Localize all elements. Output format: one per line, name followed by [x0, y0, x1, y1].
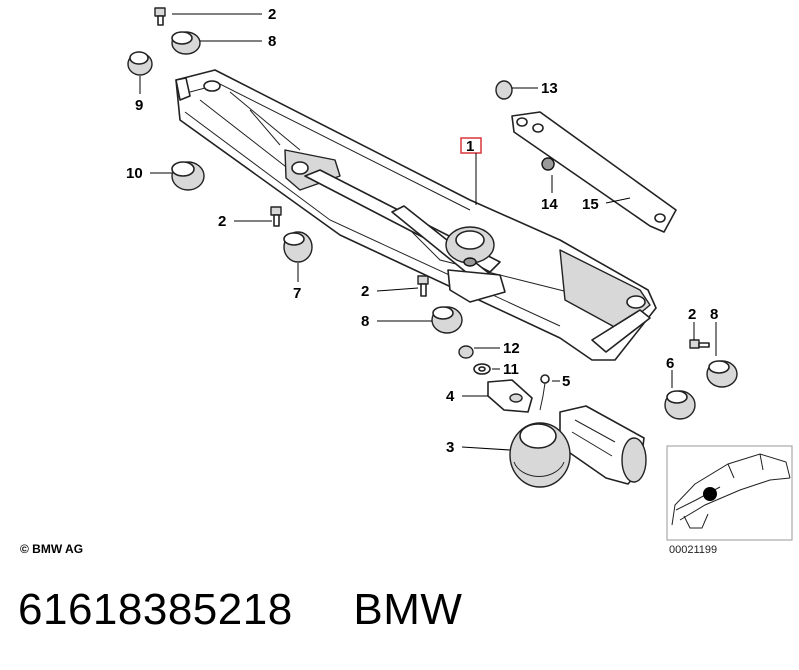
- bushing-part-right: [706, 360, 738, 388]
- callout-5: 5: [562, 373, 570, 390]
- callout-15: 15: [582, 196, 599, 213]
- callout-1: 1: [466, 138, 474, 155]
- grommet-part-left: [127, 51, 153, 76]
- callout-10: 10: [126, 165, 143, 182]
- screw-part-top: [154, 7, 166, 26]
- wiper-frame-assembly: [175, 69, 657, 361]
- brand-name: BMW: [353, 585, 463, 634]
- callout-3: 3: [446, 439, 454, 456]
- callout-2-low: 2: [361, 283, 369, 300]
- screw-part-mid: [270, 206, 282, 227]
- part-number: 61618385218: [18, 585, 293, 634]
- bushing-part-top: [171, 31, 201, 55]
- callout-4: 4: [446, 388, 455, 405]
- mount-location-dot: [703, 487, 717, 501]
- link-rod-part: [495, 80, 677, 233]
- screw-part-low: [417, 275, 429, 297]
- callout-8-low: 8: [361, 313, 369, 330]
- screw-part-right: [689, 339, 710, 349]
- callout-2-mid: 2: [218, 213, 226, 230]
- washer-part: [473, 363, 491, 375]
- grommet-part-right: [664, 390, 696, 420]
- callout-2-top: 2: [268, 6, 276, 23]
- wiper-motor-part: [509, 405, 647, 488]
- part-number-line: 61618385218 BMW: [18, 585, 462, 635]
- callout-7: 7: [293, 285, 301, 302]
- bushing-part-low: [431, 306, 463, 334]
- callout-11: 11: [503, 361, 519, 378]
- callout-9: 9: [135, 97, 143, 114]
- callout-14: 14: [541, 196, 558, 213]
- bushing-part-mid: [283, 231, 313, 263]
- bracket-part: [487, 379, 533, 413]
- connector-part: [539, 374, 550, 411]
- callout-12: 12: [503, 340, 520, 357]
- callout-1-highlight-box: [460, 137, 482, 154]
- callout-8-top: 8: [268, 33, 276, 50]
- vehicle-location-inset: [666, 445, 793, 541]
- nut-part: [458, 345, 474, 359]
- callout-13: 13: [541, 80, 558, 97]
- copyright-notice: © BMW AG: [20, 542, 84, 556]
- diagram-reference-number: 00021199: [669, 544, 718, 556]
- bushing-part-left: [171, 161, 205, 191]
- callout-6: 6: [666, 355, 674, 372]
- callout-8-right: 8: [710, 306, 718, 323]
- callout-2-right: 2: [688, 306, 696, 323]
